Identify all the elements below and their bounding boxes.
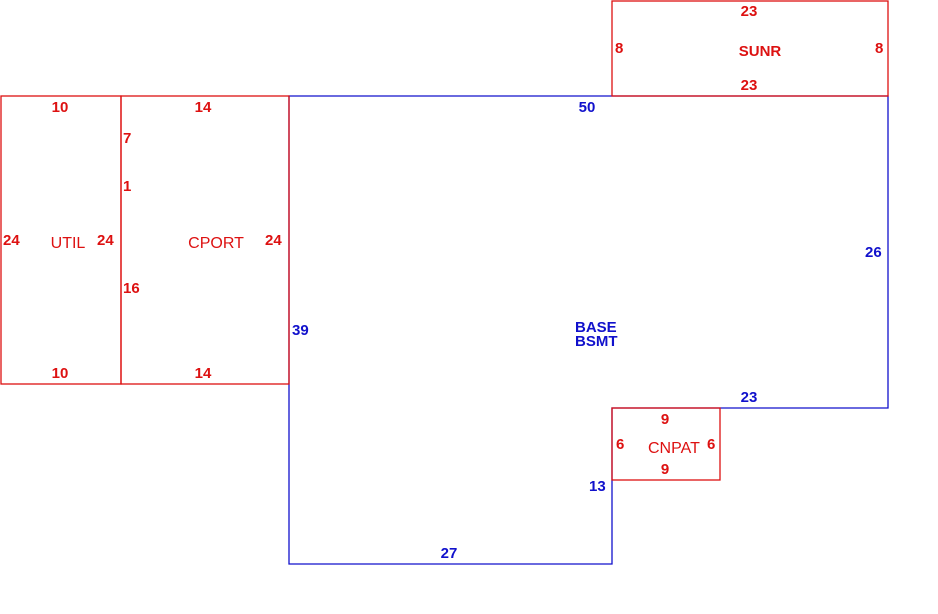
utility-name: UTIL bbox=[51, 235, 86, 252]
canopy-patio-bottom-dimension: 9 bbox=[661, 461, 669, 478]
sunroom-outline bbox=[611, 0, 889, 97]
utility-bottom-dimension: 10 bbox=[52, 365, 69, 382]
sunroom-left-dimension: 8 bbox=[615, 40, 623, 57]
canopy-patio-right-dimension: 6 bbox=[707, 436, 715, 453]
sunroom-name: SUNR bbox=[739, 43, 782, 60]
base-name-line-1: BASE bbox=[575, 319, 617, 336]
carport-top-dimension: 14 bbox=[195, 99, 212, 116]
carport-left-segment-2: 1 bbox=[123, 178, 131, 195]
carport-name: CPORT bbox=[188, 235, 244, 252]
carport-bottom-dimension: 14 bbox=[195, 365, 212, 382]
utility-top-dimension: 10 bbox=[52, 99, 69, 116]
base-top-dimension: 50 bbox=[579, 99, 596, 116]
utility-left-dimension: 24 bbox=[3, 232, 20, 249]
base-notch-left-dimension: 13 bbox=[589, 478, 606, 495]
sunroom-right-dimension: 8 bbox=[875, 40, 883, 57]
base-bottom-dimension: 27 bbox=[441, 545, 458, 562]
sunroom-top-dimension: 23 bbox=[741, 3, 758, 20]
sunroom-bottom-dimension: 23 bbox=[741, 77, 758, 94]
carport-left-segment-1: 7 bbox=[123, 130, 131, 147]
carport-right-dimension: 24 bbox=[265, 232, 282, 249]
canopy-patio-left-dimension: 6 bbox=[616, 436, 624, 453]
base-name-line-2: BSMT bbox=[575, 333, 618, 350]
canopy-patio-name: CNPAT bbox=[648, 440, 700, 457]
base-left-dimension: 39 bbox=[292, 322, 309, 339]
base-right-dimension: 26 bbox=[865, 244, 882, 261]
canopy-patio-outline bbox=[611, 407, 721, 481]
carport-left-segment-3: 16 bbox=[123, 280, 140, 297]
carport-outline bbox=[120, 95, 290, 385]
utility-right-dimension: 24 bbox=[97, 232, 114, 249]
base-notch-top-dimension: 23 bbox=[741, 389, 758, 406]
canopy-patio-top-dimension: 9 bbox=[661, 411, 669, 428]
